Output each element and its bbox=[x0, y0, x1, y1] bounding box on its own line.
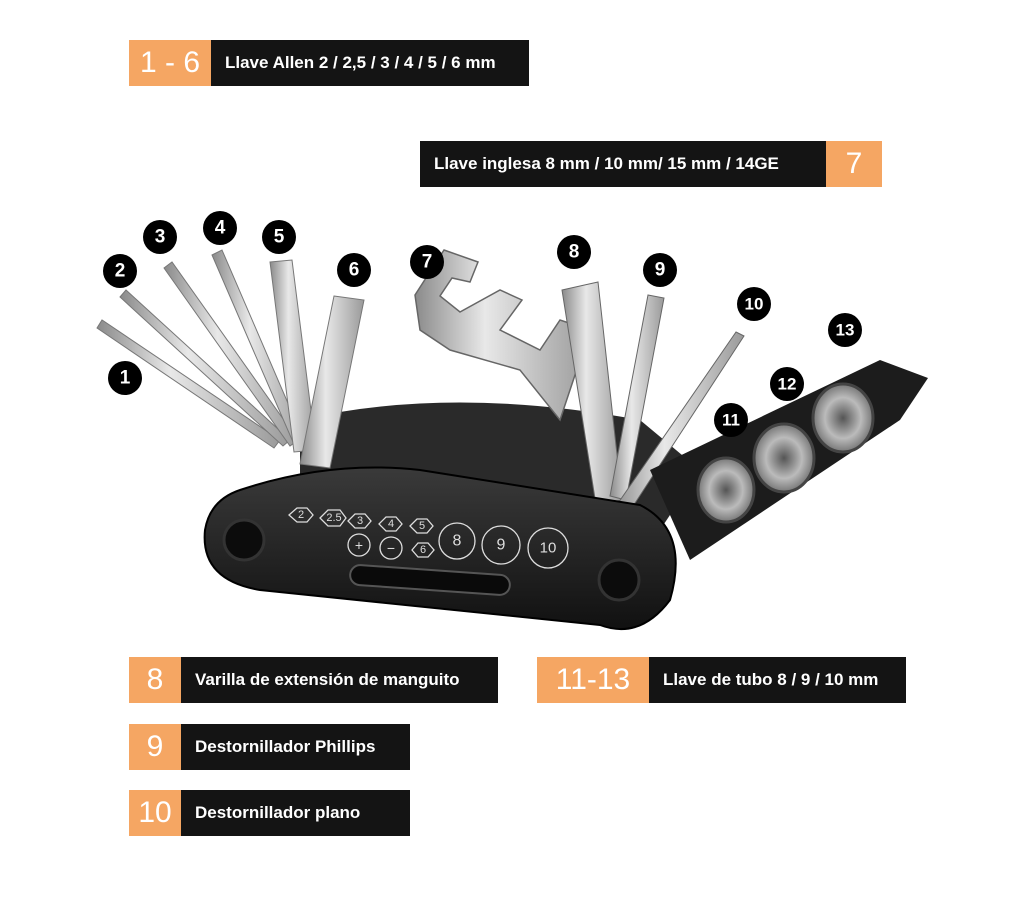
engrave-text-6: 6 bbox=[420, 544, 426, 556]
badge-10: 10 bbox=[745, 295, 764, 314]
label-wrench-number: 7 bbox=[826, 141, 882, 187]
body-slot bbox=[349, 564, 511, 596]
badge-9-circle bbox=[643, 253, 677, 287]
engrave-hex-5 bbox=[409, 518, 434, 534]
label-phillips-number: 9 bbox=[129, 724, 181, 770]
badge-7-circle bbox=[410, 245, 444, 279]
label-phillips: 9 Destornillador Phillips bbox=[129, 724, 410, 770]
label-wrench: Llave inglesa 8 mm / 10 mm/ 15 mm / 14GE… bbox=[420, 141, 882, 187]
engrave-text-8: 8 bbox=[453, 533, 462, 550]
engrave-hex-3 bbox=[347, 513, 372, 529]
badge-11-circle bbox=[714, 403, 748, 437]
label-extension: 8 Varilla de extensión de manguito bbox=[129, 657, 498, 703]
engraved-labels: 2 2.5 3 4 5 + − 6 8 9 10 bbox=[298, 509, 556, 557]
engrave-text-2.5: 2.5 bbox=[326, 512, 341, 524]
engrave-text-9: 9 bbox=[497, 537, 506, 554]
badge-1-circle bbox=[108, 361, 142, 395]
label-extension-number: 8 bbox=[129, 657, 181, 703]
badge-11: 11 bbox=[722, 411, 740, 430]
label-allen: 1 - 6 Llave Allen 2 / 2,5 / 3 / 4 / 5 / … bbox=[129, 40, 529, 86]
label-sockets-number: 11-13 bbox=[537, 657, 649, 703]
wrench-7 bbox=[414, 249, 591, 422]
engrave-minus-circle bbox=[379, 536, 403, 560]
engrave-text-minus: − bbox=[387, 540, 395, 556]
label-sockets-text: Llave de tubo 8 / 9 / 10 mm bbox=[649, 657, 906, 703]
badge-5: 5 bbox=[274, 227, 285, 248]
badge-7: 7 bbox=[422, 252, 433, 273]
engrave-text-10: 10 bbox=[540, 540, 557, 557]
badge-12-circle bbox=[770, 367, 804, 401]
badge-13: 13 bbox=[836, 321, 855, 340]
label-phillips-text: Destornillador Phillips bbox=[181, 724, 410, 770]
label-allen-number: 1 - 6 bbox=[129, 40, 211, 86]
engrave-hex-2.5 bbox=[319, 509, 347, 527]
engrave-hex-2 bbox=[288, 507, 314, 523]
engrave-text-2: 2 bbox=[298, 509, 304, 521]
label-extension-text: Varilla de extensión de manguito bbox=[181, 657, 498, 703]
label-sockets: 11-13 Llave de tubo 8 / 9 / 10 mm bbox=[537, 657, 906, 703]
badge-5-circle bbox=[262, 220, 296, 254]
badge-2: 2 bbox=[115, 261, 126, 282]
badge-8: 8 bbox=[569, 242, 580, 263]
label-flat-text: Destornillador plano bbox=[181, 790, 410, 836]
engrave-ring-9 bbox=[481, 525, 521, 565]
badge-1: 1 bbox=[120, 368, 131, 389]
rivet-left bbox=[222, 518, 266, 562]
socket-12 bbox=[752, 422, 816, 494]
label-allen-text: Llave Allen 2 / 2,5 / 3 / 4 / 5 / 6 mm bbox=[211, 40, 529, 86]
engrave-ring-8 bbox=[438, 522, 476, 560]
number-badges: 1 2 3 4 5 6 7 8 9 10 11 12 13 bbox=[103, 211, 862, 437]
allen-key-6 bbox=[299, 295, 365, 469]
engrave-text-3: 3 bbox=[357, 515, 363, 527]
badge-8-circle bbox=[557, 235, 591, 269]
engrave-hex-4 bbox=[378, 516, 403, 532]
badge-3: 3 bbox=[155, 227, 166, 248]
badge-3-circle bbox=[143, 220, 177, 254]
engrave-hex-6 bbox=[411, 542, 435, 558]
badge-4: 4 bbox=[215, 218, 226, 239]
engraved-sizes bbox=[288, 507, 569, 569]
rivet-right bbox=[597, 558, 641, 602]
badge-6: 6 bbox=[349, 260, 360, 281]
engrave-plus-circle bbox=[347, 533, 371, 557]
badge-12: 12 bbox=[778, 375, 797, 394]
allen-keys bbox=[96, 249, 365, 469]
badge-6-circle bbox=[337, 253, 371, 287]
badge-13-circle bbox=[828, 313, 862, 347]
badge-4-circle bbox=[203, 211, 237, 245]
badge-9: 9 bbox=[655, 260, 666, 281]
engrave-ring-10 bbox=[527, 527, 569, 569]
socket-11 bbox=[696, 456, 756, 524]
socket-13 bbox=[811, 382, 875, 454]
engrave-text-5: 5 bbox=[419, 520, 425, 532]
badge-2-circle bbox=[103, 254, 137, 288]
engrave-text-4: 4 bbox=[388, 518, 394, 530]
engrave-text-plus: + bbox=[355, 537, 363, 553]
sockets-11-13 bbox=[696, 382, 875, 524]
label-wrench-text: Llave inglesa 8 mm / 10 mm/ 15 mm / 14GE bbox=[420, 141, 826, 187]
label-flat: 10 Destornillador plano bbox=[129, 790, 410, 836]
label-flat-number: 10 bbox=[129, 790, 181, 836]
badge-10-circle bbox=[737, 287, 771, 321]
